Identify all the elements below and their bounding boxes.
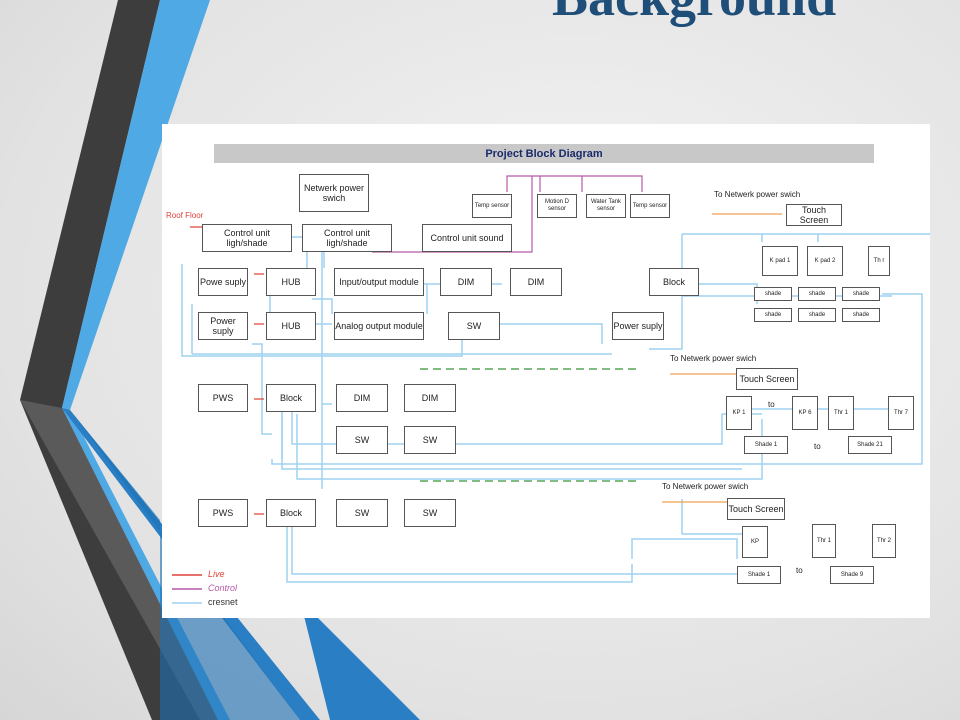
thr-7: Thr 7	[888, 396, 914, 430]
network-power-switch: Netwerk power swich	[299, 174, 369, 212]
to-label-a: to	[768, 400, 775, 409]
control-unit-light-1: Control unit ligh/shade	[202, 224, 292, 252]
shade-bottom-9: Shade 9	[830, 566, 874, 584]
water-tank-sensor: Water Tank sensor	[586, 194, 626, 218]
shade-mid-21: Shade 21	[848, 436, 892, 454]
touch-screen-3: Touch Screen	[727, 498, 785, 520]
thr-1-bottom: Thr 1	[812, 524, 836, 558]
pws-1: PWS	[198, 384, 248, 412]
kp-1: KP 1	[726, 396, 752, 430]
temp-sensor-1: Temp sensor	[472, 194, 512, 218]
kpad-1: K pad 1	[762, 246, 798, 276]
kpad-2: K pad 2	[807, 246, 843, 276]
legend-live: Live	[208, 569, 225, 579]
power-supply-2: Power suply	[198, 312, 248, 340]
shade-r6: shade	[842, 308, 880, 322]
to-label-b: to	[814, 442, 821, 451]
power-supply-right: Power suply	[612, 312, 664, 340]
temp-sensor-2: Temp sensor	[630, 194, 670, 218]
diagram-title: Project Block Diagram	[214, 144, 874, 163]
thr-2: Thr 2	[872, 524, 896, 558]
shade-bottom-1: Shade 1	[737, 566, 781, 584]
legend-control: Control	[208, 583, 238, 593]
hub-1: HUB	[266, 268, 316, 296]
block-2: Block	[266, 499, 316, 527]
sw-5: SW	[404, 499, 456, 527]
control-unit-sound: Control unit sound	[422, 224, 512, 252]
block-1: Block	[266, 384, 316, 412]
block-right: Block	[649, 268, 699, 296]
touch-screen-2: Touch Screen	[736, 368, 798, 390]
sw-2: SW	[336, 426, 388, 454]
kp-bottom: KP	[742, 526, 768, 558]
to-network-label-3: To Netwerk power swich	[662, 482, 749, 491]
shade-r4: shade	[754, 308, 792, 322]
hub-2: HUB	[266, 312, 316, 340]
to-label-c: to	[796, 566, 803, 575]
th-1: Th r	[868, 246, 890, 276]
roof-floor-label: Roof Floor	[166, 211, 204, 220]
power-supply-1: Powe suply	[198, 268, 248, 296]
slide-title: Background	[552, 0, 836, 28]
sw-3: SW	[404, 426, 456, 454]
dim-1: DIM	[440, 268, 492, 296]
motion-sensor: Motion D sensor	[537, 194, 577, 218]
to-network-label-1: To Netwerk power swich	[714, 190, 801, 199]
touch-screen-1: Touch Screen	[786, 204, 842, 226]
shade-r3: shade	[842, 287, 880, 301]
shade-r5: shade	[798, 308, 836, 322]
to-network-label-2: To Netwerk power swich	[670, 354, 757, 363]
shade-r1: shade	[754, 287, 792, 301]
sw-4: SW	[336, 499, 388, 527]
dim-3: DIM	[336, 384, 388, 412]
shade-r2: shade	[798, 287, 836, 301]
shade-mid-1: Shade 1	[744, 436, 788, 454]
dim-2: DIM	[510, 268, 562, 296]
pws-2: PWS	[198, 499, 248, 527]
legend-cresnet: cresnet	[208, 597, 238, 607]
sw-1: SW	[448, 312, 500, 340]
control-unit-light-2: Control unit ligh/shade	[302, 224, 392, 252]
io-module: Input/output module	[334, 268, 424, 296]
thr-1: Thr 1	[828, 396, 854, 430]
analog-output-module: Analog output module	[334, 312, 424, 340]
dim-4: DIM	[404, 384, 456, 412]
kp-6: KP 6	[792, 396, 818, 430]
block-diagram: Project Block Diagram Roof Floor Netwerk…	[162, 124, 930, 618]
